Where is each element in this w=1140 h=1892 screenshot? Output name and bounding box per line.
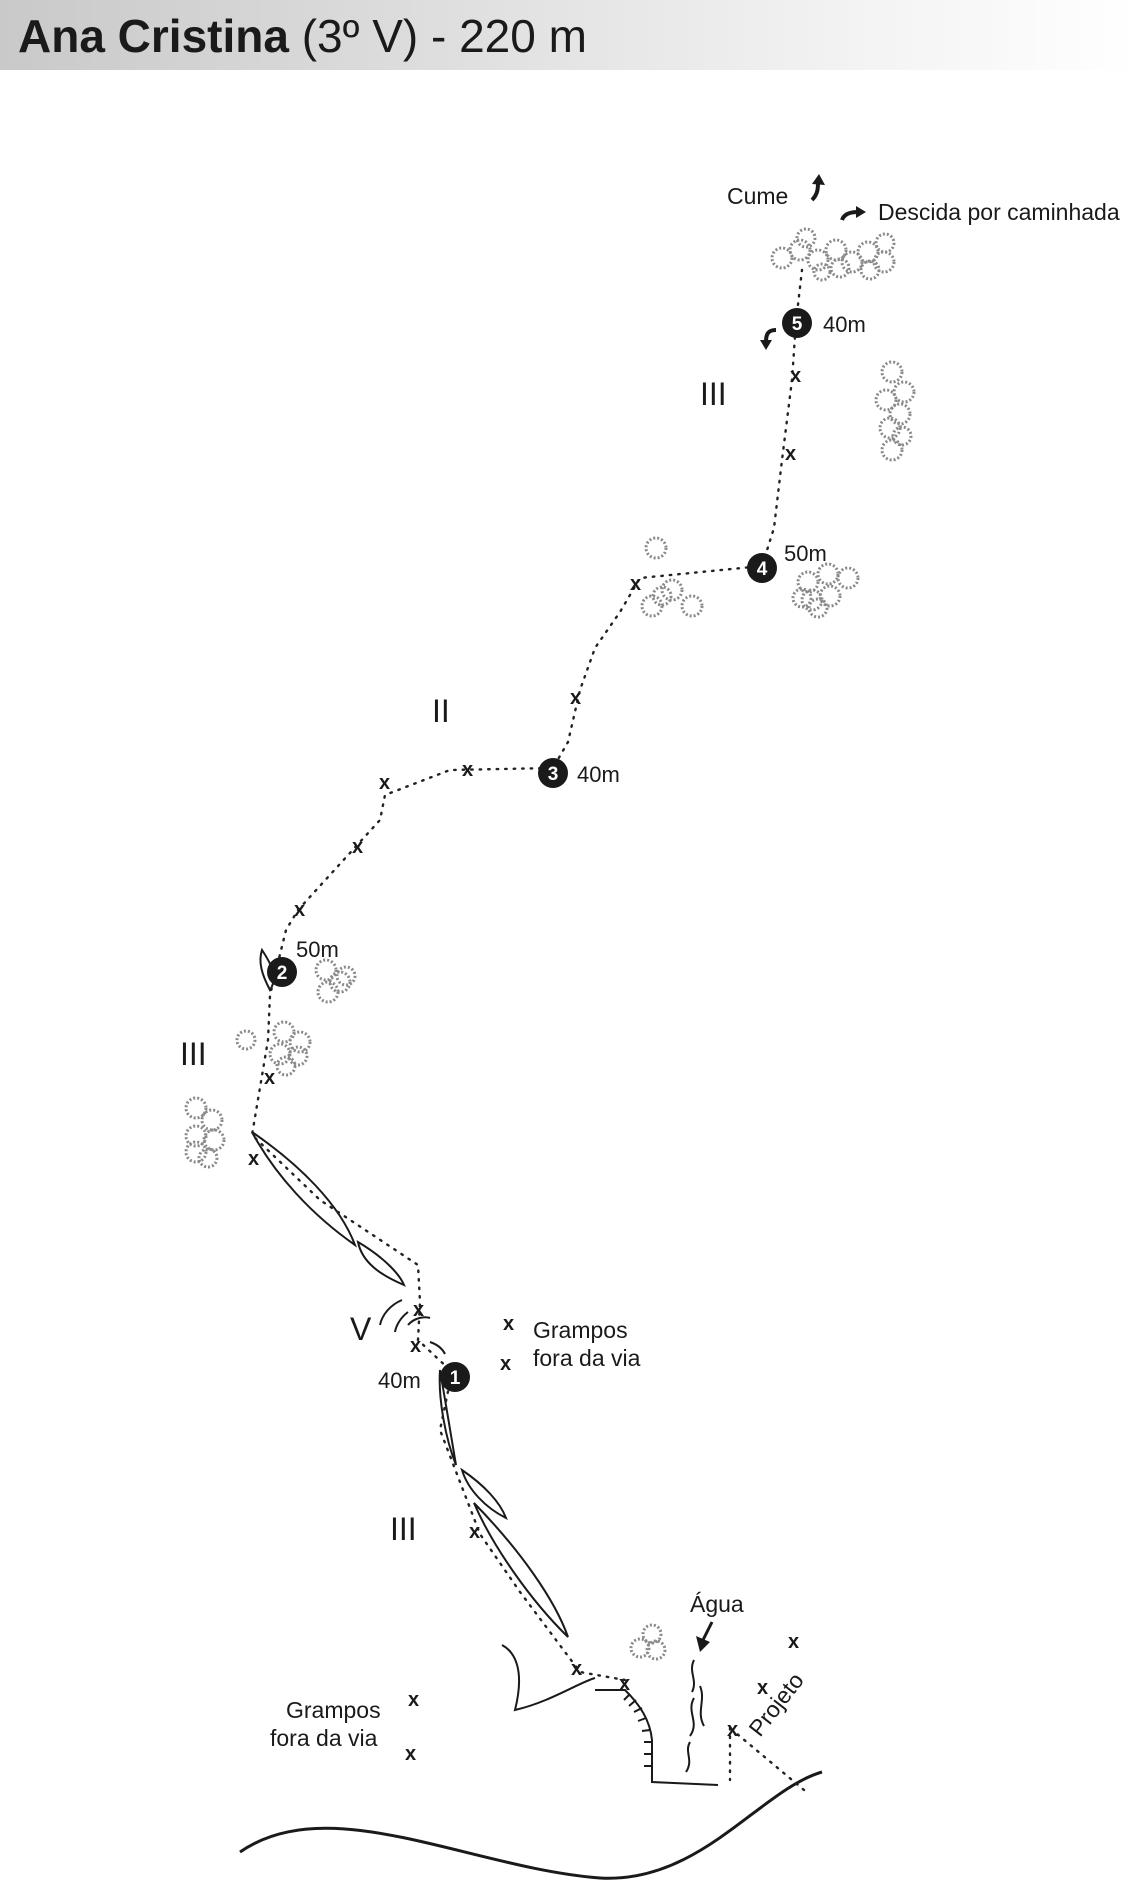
belay-number: 5	[792, 314, 803, 335]
bolt-off-route: x	[500, 1353, 511, 1375]
arrow-right-icon	[840, 206, 866, 221]
bolt-off-route: x	[503, 1313, 514, 1335]
bolt: x	[294, 899, 305, 921]
bolt: x	[413, 1299, 424, 1321]
base-wall-hatching	[623, 1693, 652, 1767]
belay-length: 40m	[378, 1368, 421, 1393]
belay-number: 4	[757, 559, 768, 580]
off-route-bolts-label: fora da via	[533, 1345, 641, 1371]
summit-label: Cume	[727, 183, 788, 209]
belay-station-5: 5 40m	[782, 308, 866, 338]
route-length: - 220 m	[431, 10, 587, 62]
belay-number: 1	[450, 1368, 461, 1389]
bolts: x x x x x x x x x x x x x x x x x x x x …	[248, 365, 801, 1765]
bolt: x	[571, 1658, 582, 1680]
title-bar: Ana Cristina (3º V) - 220 m	[0, 0, 1140, 70]
ground-line	[239, 1770, 823, 1880]
shrub-icon	[874, 360, 916, 462]
shrub-icon	[791, 562, 860, 619]
rock-flakes	[251, 947, 569, 1638]
bolt: x	[790, 365, 801, 387]
route-grade: (3º V)	[301, 10, 419, 62]
water-streak	[685, 1659, 705, 1773]
arrow-down-left-icon	[760, 328, 777, 350]
bolt: x	[788, 1631, 799, 1653]
bolt: x	[410, 1335, 421, 1357]
belay-station-1: 1 40m	[378, 1362, 470, 1393]
bolt: x	[352, 836, 363, 858]
shrub-icon	[629, 1623, 667, 1661]
belay-station-3: 3 40m	[538, 758, 620, 788]
off-route-bolts-label: Grampos	[286, 1697, 381, 1723]
shrub-icon	[184, 1096, 226, 1169]
arrow-down-icon	[696, 1621, 714, 1652]
project-label: Projeto	[743, 1668, 808, 1741]
route-title: Ana Cristina (3º V) - 220 m	[18, 10, 587, 62]
pitch-grade: III	[390, 1511, 417, 1547]
belay-length: 50m	[784, 541, 827, 566]
shrub-icon	[314, 958, 357, 1004]
bolt: x	[619, 1673, 630, 1695]
pitch-grade: III	[700, 376, 727, 412]
bolt: x	[379, 772, 390, 794]
bolt: x	[570, 687, 581, 709]
pitch-grade: III	[180, 1036, 207, 1072]
route-name: Ana Cristina	[18, 10, 289, 62]
bolt-off-route: x	[405, 1743, 416, 1765]
belay-station-4: 4 50m	[747, 541, 827, 583]
bolt: x	[248, 1148, 259, 1170]
bolt: x	[630, 573, 641, 595]
belay-length: 40m	[823, 312, 866, 337]
shrub-icon	[640, 536, 704, 618]
belay-length: 50m	[296, 937, 339, 962]
belay-number: 2	[277, 963, 288, 984]
bolt: x	[462, 759, 473, 781]
bolt: x	[785, 443, 796, 465]
off-route-bolts-label: Grampos	[533, 1317, 628, 1343]
arrow-up-icon	[810, 174, 825, 202]
belay-number: 3	[548, 764, 559, 785]
route-line	[250, 268, 806, 1792]
belay-station-2: 2 50m	[267, 937, 339, 987]
shrub-icon	[770, 227, 896, 282]
pitch-grade: V	[350, 1311, 372, 1347]
bolt: x	[757, 1677, 768, 1699]
water-label: Água	[690, 1591, 744, 1617]
pitch-grade: II	[432, 693, 450, 729]
bolt-off-route: x	[408, 1689, 419, 1711]
base-rock-outline	[501, 1644, 596, 1712]
belay-length: 40m	[577, 762, 620, 787]
base-wall-outline	[595, 1689, 719, 1786]
shrub-icon	[235, 1020, 312, 1077]
bolt: x	[469, 1521, 480, 1543]
descent-label: Descida por caminhada	[878, 199, 1120, 225]
off-route-bolts-label: fora da via	[270, 1725, 378, 1751]
bolt: x	[264, 1067, 275, 1089]
bolt: x	[727, 1719, 738, 1741]
